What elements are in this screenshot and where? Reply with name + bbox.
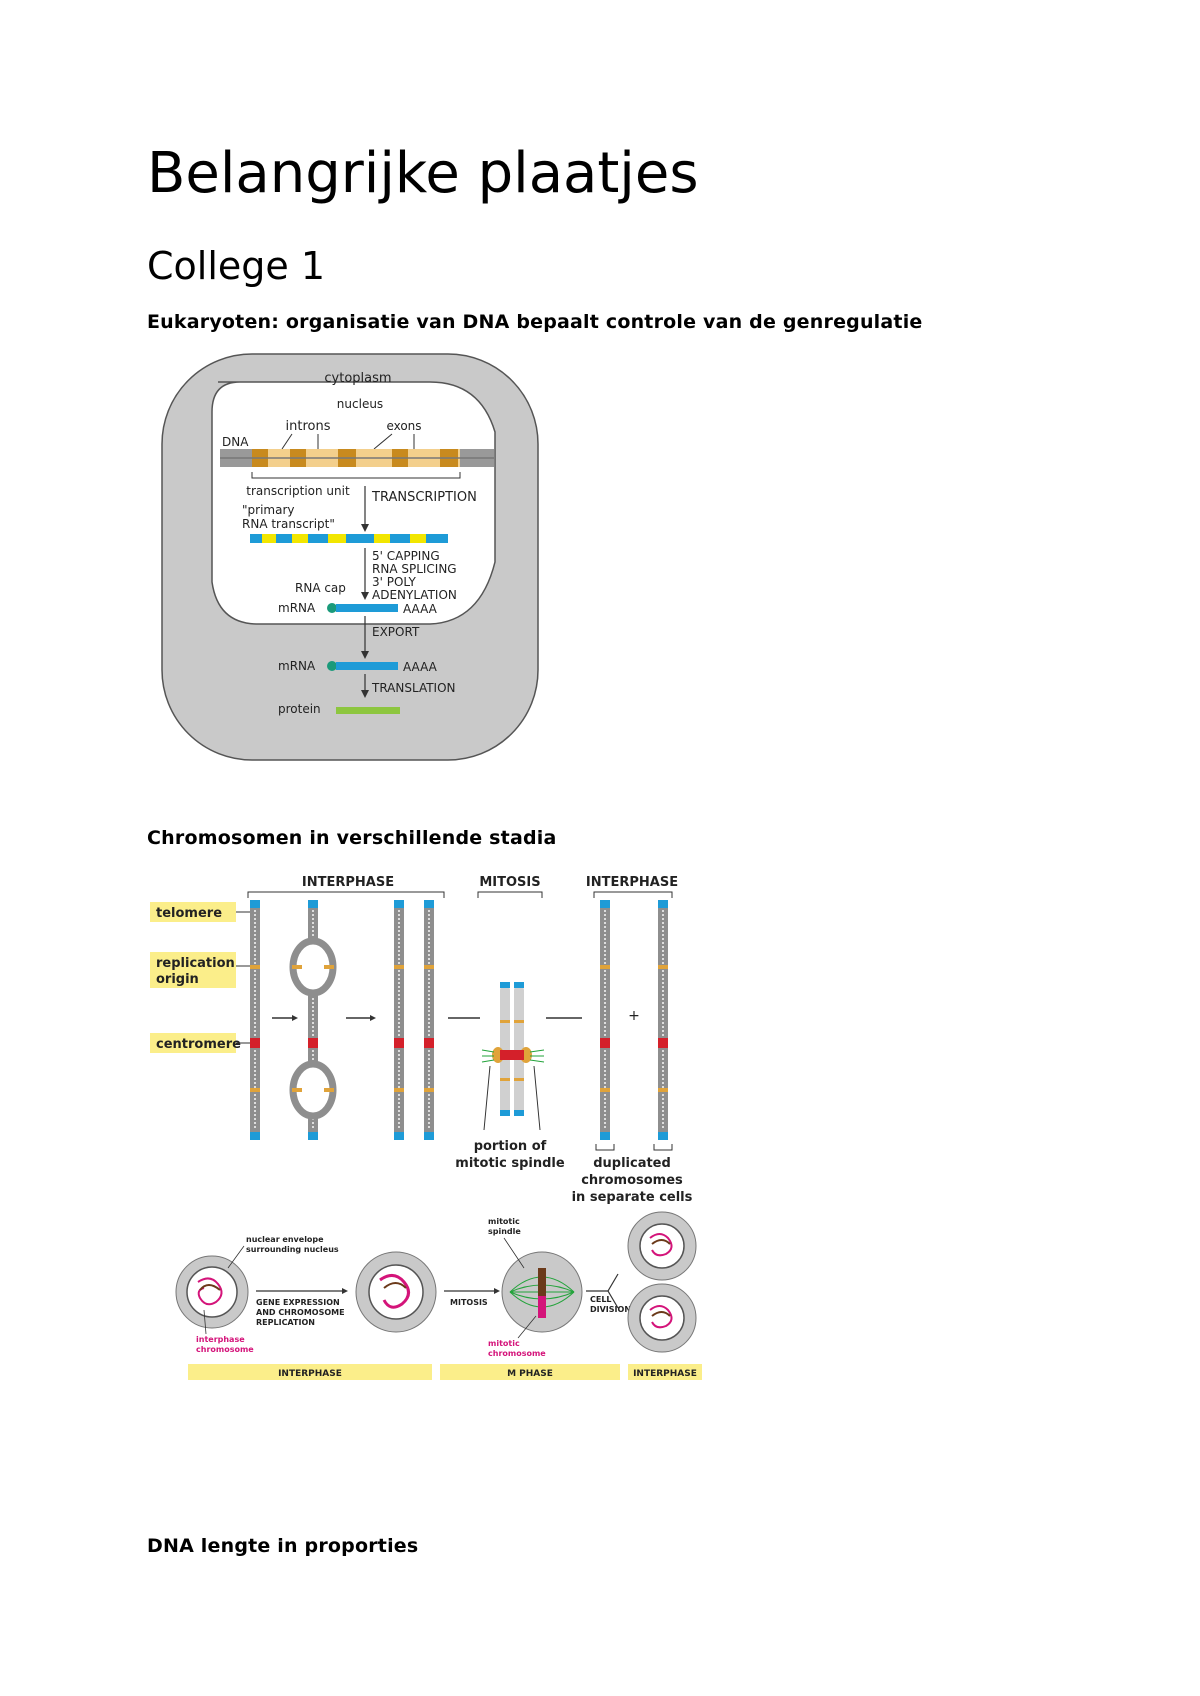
mitotic-spindle-label-2: spindle	[488, 1227, 521, 1236]
mitosis-header: MITOSIS	[479, 875, 540, 890]
section-heading: College 1	[147, 244, 326, 288]
chromosome-replicated-pair	[394, 900, 434, 1140]
mrna-nuclear-label: mRNA	[278, 601, 316, 615]
mitotic-chromosome-label-1: mitotic	[488, 1339, 520, 1348]
gene-expression-figure: cytoplasm nucleus introns exons DNA tran…	[161, 353, 539, 761]
primary-label-1: "primary	[242, 503, 294, 517]
processing-label-2: RNA SPLICING	[372, 562, 457, 576]
mitotic-cell	[501, 1251, 583, 1333]
duplicated-label-3: in separate cells	[572, 1190, 693, 1205]
processing-label-4: ADENYLATION	[372, 588, 457, 602]
protein-label: protein	[278, 702, 321, 716]
processing-label-3: 3' POLY	[372, 575, 417, 589]
translation-label: TRANSLATION	[371, 681, 456, 695]
nucleus-label: nucleus	[337, 397, 383, 411]
transcription-unit-label: transcription unit	[246, 484, 350, 498]
export-label: EXPORT	[372, 625, 420, 639]
chromosome-stages-figure: INTERPHASE MITOSIS INTERPHASE telomere r…	[150, 875, 702, 1380]
chromosome-replicating	[289, 900, 337, 1140]
chromosome-unreplicated	[250, 900, 260, 1140]
mitotic-chromosome-label-2: chromosome	[488, 1349, 546, 1358]
rna-cap-label: RNA cap	[295, 581, 346, 595]
mitosis-lower-label: MITOSIS	[450, 1298, 488, 1307]
interphase-header-1: INTERPHASE	[302, 875, 394, 890]
plus-sign: +	[628, 1008, 640, 1024]
dna-double-helix	[220, 449, 494, 467]
cytoplasm-label: cytoplasm	[324, 371, 391, 386]
daughter-cell-top	[627, 1211, 697, 1281]
centromere-label-box	[150, 1033, 236, 1053]
duplicated-label-1: duplicated	[593, 1156, 671, 1171]
phase-bar-mphase-label: M PHASE	[507, 1369, 553, 1379]
nucleus	[211, 381, 496, 625]
gene-expression-label-3: REPLICATION	[256, 1318, 315, 1327]
chromosome-daughter-1	[600, 900, 610, 1140]
processing-label-1: 5' CAPPING	[372, 549, 440, 563]
mrna-cytoplasm	[336, 662, 398, 670]
interphase-header-2: INTERPHASE	[586, 875, 678, 890]
gene-expression-label-2: AND CHROMOSOME	[256, 1308, 345, 1317]
daughter-cell-bottom	[627, 1283, 697, 1353]
spindle-label-2: mitotic spindle	[455, 1156, 565, 1171]
replication-origin-label-1: replication	[156, 956, 235, 971]
phase-bar-interphase-label: INTERPHASE	[278, 1369, 342, 1379]
interphase-chromosome-label-1: interphase	[196, 1335, 245, 1344]
introns-label: introns	[286, 419, 331, 434]
mrna-nuclear	[336, 604, 398, 612]
subheading-dna-lengte: DNA lengte in proporties	[147, 1535, 419, 1557]
page-title: Belangrijke plaatjes	[147, 141, 699, 206]
chromosome-daughter-2	[658, 900, 668, 1140]
protein-bar	[336, 707, 400, 714]
poly-a-nuclear-label: AAAA	[403, 602, 438, 616]
cell-division-label-1: CELL	[590, 1295, 612, 1304]
phase-bar-interphase-2	[628, 1364, 702, 1380]
telomere-label-box	[150, 902, 236, 922]
spindle-label-1: portion of	[474, 1139, 547, 1154]
replicated-interphase-cell	[355, 1251, 437, 1333]
mitotic-chromosome	[481, 982, 545, 1116]
duplicated-label-2: chromosomes	[581, 1173, 683, 1188]
mitotic-spindle-label-1: mitotic	[488, 1217, 520, 1226]
phase-bar-interphase-2-label: INTERPHASE	[633, 1369, 697, 1379]
interphase-chromosome-label-2: chromosome	[196, 1345, 254, 1354]
transcription-label: TRANSCRIPTION	[371, 490, 477, 505]
replication-origin-label-2: origin	[156, 972, 199, 987]
primary-label-2: RNA transcript"	[242, 517, 335, 531]
interphase-cell	[175, 1255, 249, 1329]
poly-a-cyto-label: AAAA	[403, 660, 438, 674]
envelope-label-1: nuclear envelope	[246, 1235, 324, 1244]
dna-label: DNA	[222, 435, 249, 449]
mrna-cap-cyto	[327, 661, 337, 671]
gene-expression-label-1: GENE EXPRESSION	[256, 1298, 340, 1307]
telomere-label: telomere	[156, 906, 222, 921]
exons-label: exons	[386, 419, 421, 433]
centromere-label: centromere	[156, 1037, 241, 1052]
subheading-eukaryoten: Eukaryoten: organisatie van DNA bepaalt …	[147, 311, 923, 333]
mrna-cap-nuclear	[327, 603, 337, 613]
phase-bar-mphase	[440, 1364, 620, 1380]
replication-origin-label-box	[150, 952, 236, 988]
envelope-label-2: surrounding nucleus	[246, 1245, 339, 1254]
cell-division-label-2: DIVISION	[590, 1305, 631, 1314]
subheading-chromosomen: Chromosomen in verschillende stadia	[147, 827, 557, 849]
phase-bar-interphase	[188, 1364, 432, 1380]
primary-rna-transcript	[250, 534, 448, 543]
mrna-cyto-label: mRNA	[278, 659, 316, 673]
